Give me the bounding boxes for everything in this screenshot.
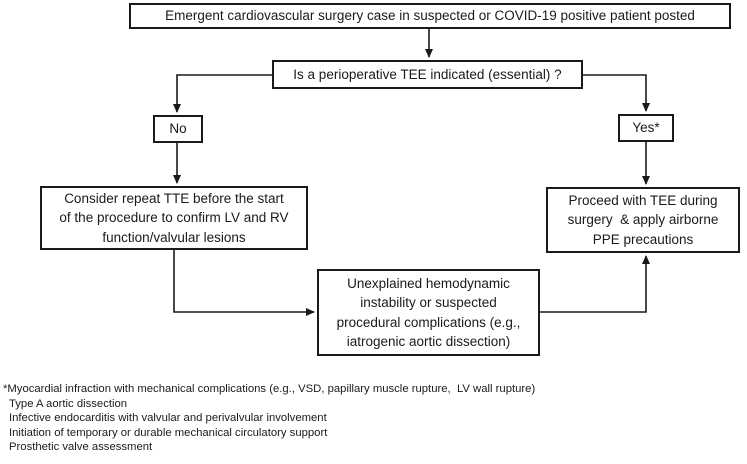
- footnote-line: *Myocardial infraction with mechanical c…: [3, 383, 536, 395]
- arrow-question-to-yes: [583, 74, 650, 112]
- node-tee-question-label: Is a perioperative TEE indicated (essent…: [293, 66, 562, 82]
- arrow-instability-to-proceed-tee: [540, 255, 650, 313]
- node-repeat-tte: Consider repeat TTE before the start of …: [40, 186, 308, 250]
- node-emergent-case: Emergent cardiovascular surgery case in …: [129, 3, 731, 29]
- footnote-line: Infective endocarditis with valvular and…: [9, 412, 327, 424]
- node-no-label: No: [169, 121, 187, 137]
- arrow-repeat-tte-to-instability: [173, 250, 315, 316]
- node-emergent-case-label: Emergent cardiovascular surgery case in …: [165, 8, 695, 24]
- footnote-line: Type A aortic dissection: [9, 397, 128, 410]
- node-tee-question: Is a perioperative TEE indicated (essent…: [272, 60, 583, 89]
- node-proceed-tee: Proceed with TEE during surgery & apply …: [546, 187, 740, 253]
- node-yes-label: Yes*: [632, 120, 660, 136]
- node-no: No: [153, 115, 203, 143]
- footnote-list: *Myocardial infraction with mechanical c…: [3, 382, 535, 455]
- node-hemodynamic-instability: Unexplained hemodynamic instability or s…: [317, 269, 540, 356]
- footnote-line: Prosthetic valve assessment: [9, 441, 153, 453]
- footnote-line: Initiation of temporary or durable mecha…: [9, 426, 328, 439]
- node-yes: Yes*: [618, 114, 674, 142]
- arrow-question-to-no: [173, 74, 272, 113]
